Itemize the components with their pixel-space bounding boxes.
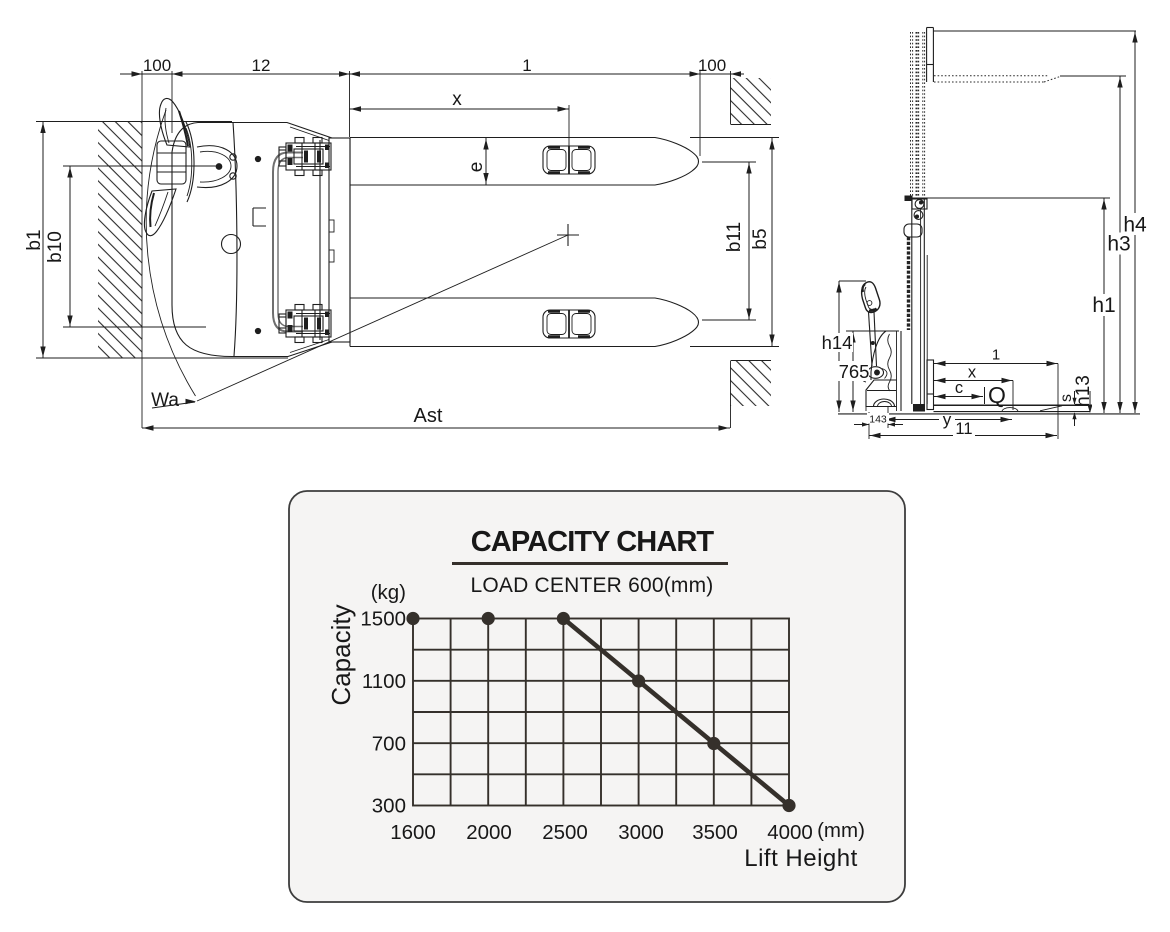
svg-text:h3: h3 [1107,233,1130,256]
svg-text:(kg): (kg) [371,581,406,604]
svg-text:b1: b1 [24,229,45,250]
svg-text:4000: 4000 [767,821,813,844]
svg-text:Ast: Ast [414,405,443,427]
svg-text:3500: 3500 [692,821,738,844]
svg-text:1100: 1100 [362,670,406,693]
svg-text:h4: h4 [1123,214,1147,237]
svg-text:Wa: Wa [151,390,179,411]
svg-text:143: 143 [869,414,887,426]
svg-text:765: 765 [839,361,870,382]
svg-text:LOAD CENTER 600(mm): LOAD CENTER 600(mm) [470,574,713,597]
svg-text:x: x [452,89,462,110]
svg-text:h1: h1 [1092,294,1115,317]
svg-text:700: 700 [372,733,406,756]
svg-text:y: y [943,410,952,429]
svg-text:1: 1 [992,347,1000,364]
svg-text:s: s [1058,394,1075,402]
svg-text:b11: b11 [724,222,745,252]
svg-text:Lift Height: Lift Height [744,845,858,872]
svg-text:c: c [955,379,963,397]
svg-text:1500: 1500 [360,608,406,631]
svg-text:b10: b10 [45,231,66,263]
svg-text:b5: b5 [750,228,771,249]
svg-text:1600: 1600 [390,821,436,844]
svg-text:CAPACITY CHART: CAPACITY CHART [471,526,715,558]
svg-text:x: x [968,364,977,382]
svg-text:2000: 2000 [466,821,512,844]
svg-text:100: 100 [143,56,171,75]
svg-text:12: 12 [252,56,271,75]
svg-text:100: 100 [698,56,726,75]
svg-text:h13: h13 [1073,375,1094,407]
svg-text:e: e [466,162,487,173]
svg-text:11: 11 [955,420,972,438]
svg-text:3000: 3000 [618,821,664,844]
svg-text:2500: 2500 [542,821,588,844]
svg-text:Q: Q [988,382,1006,408]
svg-text:300: 300 [372,795,406,818]
svg-text:Capacity: Capacity [326,604,356,705]
svg-text:(mm): (mm) [817,819,865,842]
svg-text:1: 1 [522,56,531,75]
svg-text:h14: h14 [822,332,853,353]
